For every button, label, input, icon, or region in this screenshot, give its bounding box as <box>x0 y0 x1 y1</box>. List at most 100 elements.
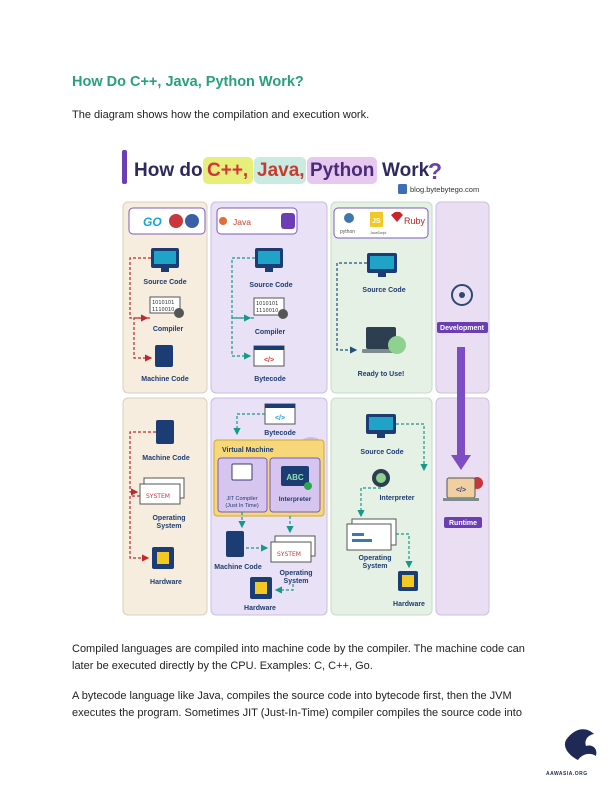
development-badge <box>437 322 488 333</box>
interpreter-box <box>269 457 321 513</box>
clock-icon <box>471 477 483 489</box>
title-accent-bar <box>122 150 127 184</box>
lang-header-compiled <box>128 207 206 235</box>
binary-text: 1010101 <box>256 301 278 307</box>
check-icon <box>304 482 312 490</box>
code-glyph: </> <box>456 487 466 494</box>
figure-title-suffix: Work <box>382 160 430 181</box>
panel-side-run <box>435 397 490 616</box>
c2-hardware-label: Hardware <box>244 605 276 612</box>
figure-title-cpp: C++, <box>207 160 248 181</box>
c1-machine-code-runtime-label: Machine Code <box>142 455 190 462</box>
code-glyph: </> <box>275 415 285 422</box>
ruby-logo: Ruby <box>404 216 426 226</box>
interpreter-globe-icon <box>372 469 390 487</box>
body-text-line: executes the program. Sometimes JIT (Jus… <box>72 707 522 719</box>
c3-os-label-1: Operating <box>358 555 391 562</box>
laptop-icon <box>366 327 396 349</box>
machine-code-icon <box>156 420 174 444</box>
chip-icon <box>250 577 272 599</box>
figure-title-question: ? <box>428 158 442 184</box>
virtual-machine-box <box>213 439 325 517</box>
binary-text: 1110010 <box>256 308 278 314</box>
c3-interpreter-label: Interpreter <box>379 495 414 502</box>
interpreter-screen-icon <box>281 466 309 486</box>
body-text-line: A bytecode language like Java, compiles … <box>72 690 512 702</box>
c2-bytecode-runtime-label: Bytecode <box>264 430 296 437</box>
gear-icon <box>174 308 184 318</box>
cloud-icon <box>301 437 321 449</box>
blog-icon <box>398 184 407 194</box>
c3-source-code-label: Source Code <box>362 287 405 294</box>
source-credit: blog.bytebytego.com <box>410 185 479 194</box>
abc-text: ABC <box>286 473 304 482</box>
os-window-icon <box>143 477 185 499</box>
arrow-source-to-compiler <box>231 257 255 322</box>
bytecode-icon <box>264 403 296 425</box>
monitor-icon <box>367 253 397 273</box>
jit-icon <box>231 463 253 481</box>
jit-label-1: JIT Compiler <box>226 496 257 502</box>
system-text: SYSTEM <box>146 493 170 500</box>
panel-interpreted-run <box>330 397 433 616</box>
c2-source-code-label: Source Code <box>249 282 292 289</box>
arrow-interpreter-to-os <box>357 487 381 518</box>
machine-code-icon <box>155 345 173 367</box>
bytecode-icon <box>253 345 285 367</box>
python-logo-icon <box>344 213 354 223</box>
runtime-badge <box>444 517 482 528</box>
figure-title-java: Java, <box>257 160 305 181</box>
js-sublabel: JavaScript <box>370 231 386 235</box>
compiler-icon <box>253 297 285 316</box>
c3-os-label-2: System <box>363 563 388 570</box>
c1-hardware-label: Hardware <box>150 579 182 586</box>
arrow-os-to-hardware <box>274 584 294 594</box>
chip-icon <box>152 547 174 569</box>
figure-title-python: Python <box>310 160 374 181</box>
intro-text: The diagram shows how the compilation an… <box>72 109 370 121</box>
jit-label-2: (Just In Time) <box>225 503 258 509</box>
compiler-icon <box>149 296 181 314</box>
c2-os-label-2: System <box>284 578 309 585</box>
ruby-gem-icon <box>391 212 403 222</box>
python-label: python <box>340 229 355 235</box>
lang-header-bytecode <box>216 207 298 235</box>
binary-text: 1010101 <box>152 300 174 306</box>
monitor-icon <box>255 248 283 268</box>
c2-os-label-1: Operating <box>279 570 312 577</box>
development-label: Development <box>440 325 485 332</box>
arrow-bytecode-to-vm <box>233 413 265 436</box>
js-logo-icon <box>370 212 383 227</box>
c1-os-label-2: System <box>157 523 182 530</box>
panel-bytecode-dev <box>210 201 328 394</box>
java-logo: Java <box>233 217 251 227</box>
machine-code-icon <box>226 531 244 557</box>
bird-logo-icon <box>564 729 597 760</box>
runtime-laptop-icon <box>446 477 476 499</box>
c-logo-icon <box>185 214 199 228</box>
arrow-os-to-hardware <box>396 533 413 569</box>
java-cup-icon <box>219 217 227 225</box>
c2-compiler-label: Compiler <box>255 329 286 336</box>
watermark-text: AAWASIA.ORG <box>546 771 588 777</box>
csharp-logo-icon <box>281 213 295 229</box>
os-window-icon <box>274 535 316 557</box>
dev-to-runtime-arrow <box>457 347 465 455</box>
ship-wheel-icon <box>451 284 473 306</box>
c1-os-label-1: Operating <box>152 515 185 522</box>
arrow-machine-to-os <box>129 431 156 496</box>
arrow-os-to-hardware <box>129 495 150 562</box>
user-icon <box>388 336 406 354</box>
c3-ready-label: Ready to Use! <box>358 371 405 378</box>
runtime-label: Runtime <box>449 520 477 527</box>
chip-icon <box>398 571 418 591</box>
go-logo: GO <box>143 215 162 229</box>
arrow-compiler-to-machine <box>133 317 153 362</box>
panel-bytecode-run <box>210 397 328 616</box>
js-logo-text: JS <box>372 218 381 225</box>
arrow-source-to-compiler <box>129 257 151 322</box>
panel-side-dev <box>435 201 490 394</box>
arrow-source-to-interpreter <box>396 423 428 472</box>
c1-source-code-label: Source Code <box>143 279 186 286</box>
c3-hardware-label: Hardware <box>393 601 425 608</box>
